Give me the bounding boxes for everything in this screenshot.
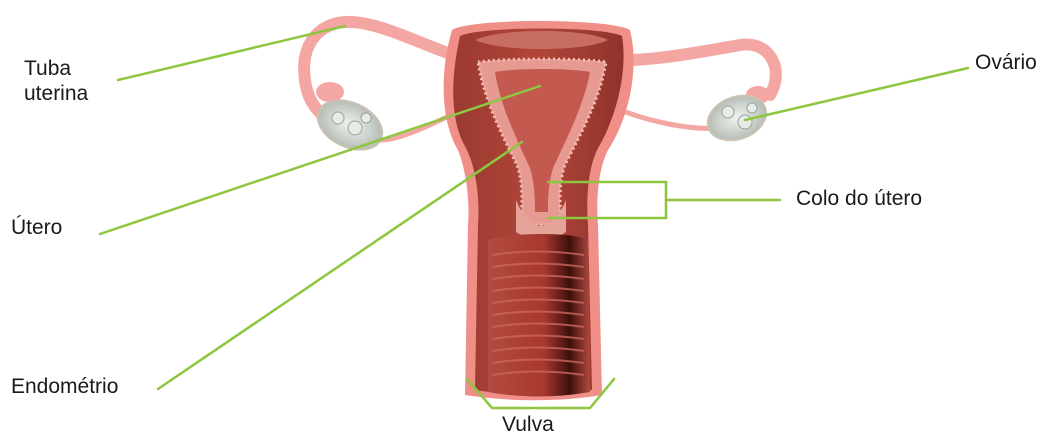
label-tuba-line1: Tuba: [24, 56, 88, 81]
label-utero: Útero: [11, 215, 62, 240]
label-ovario: Ovário: [975, 50, 1037, 75]
label-tuba-uterina: Tuba uterina: [24, 56, 88, 106]
label-tuba-line2: uterina: [24, 81, 88, 106]
label-colo-do-utero: Colo do útero: [796, 186, 922, 211]
label-endometrio: Endométrio: [11, 374, 118, 399]
label-vulva: Vulva: [502, 412, 554, 435]
